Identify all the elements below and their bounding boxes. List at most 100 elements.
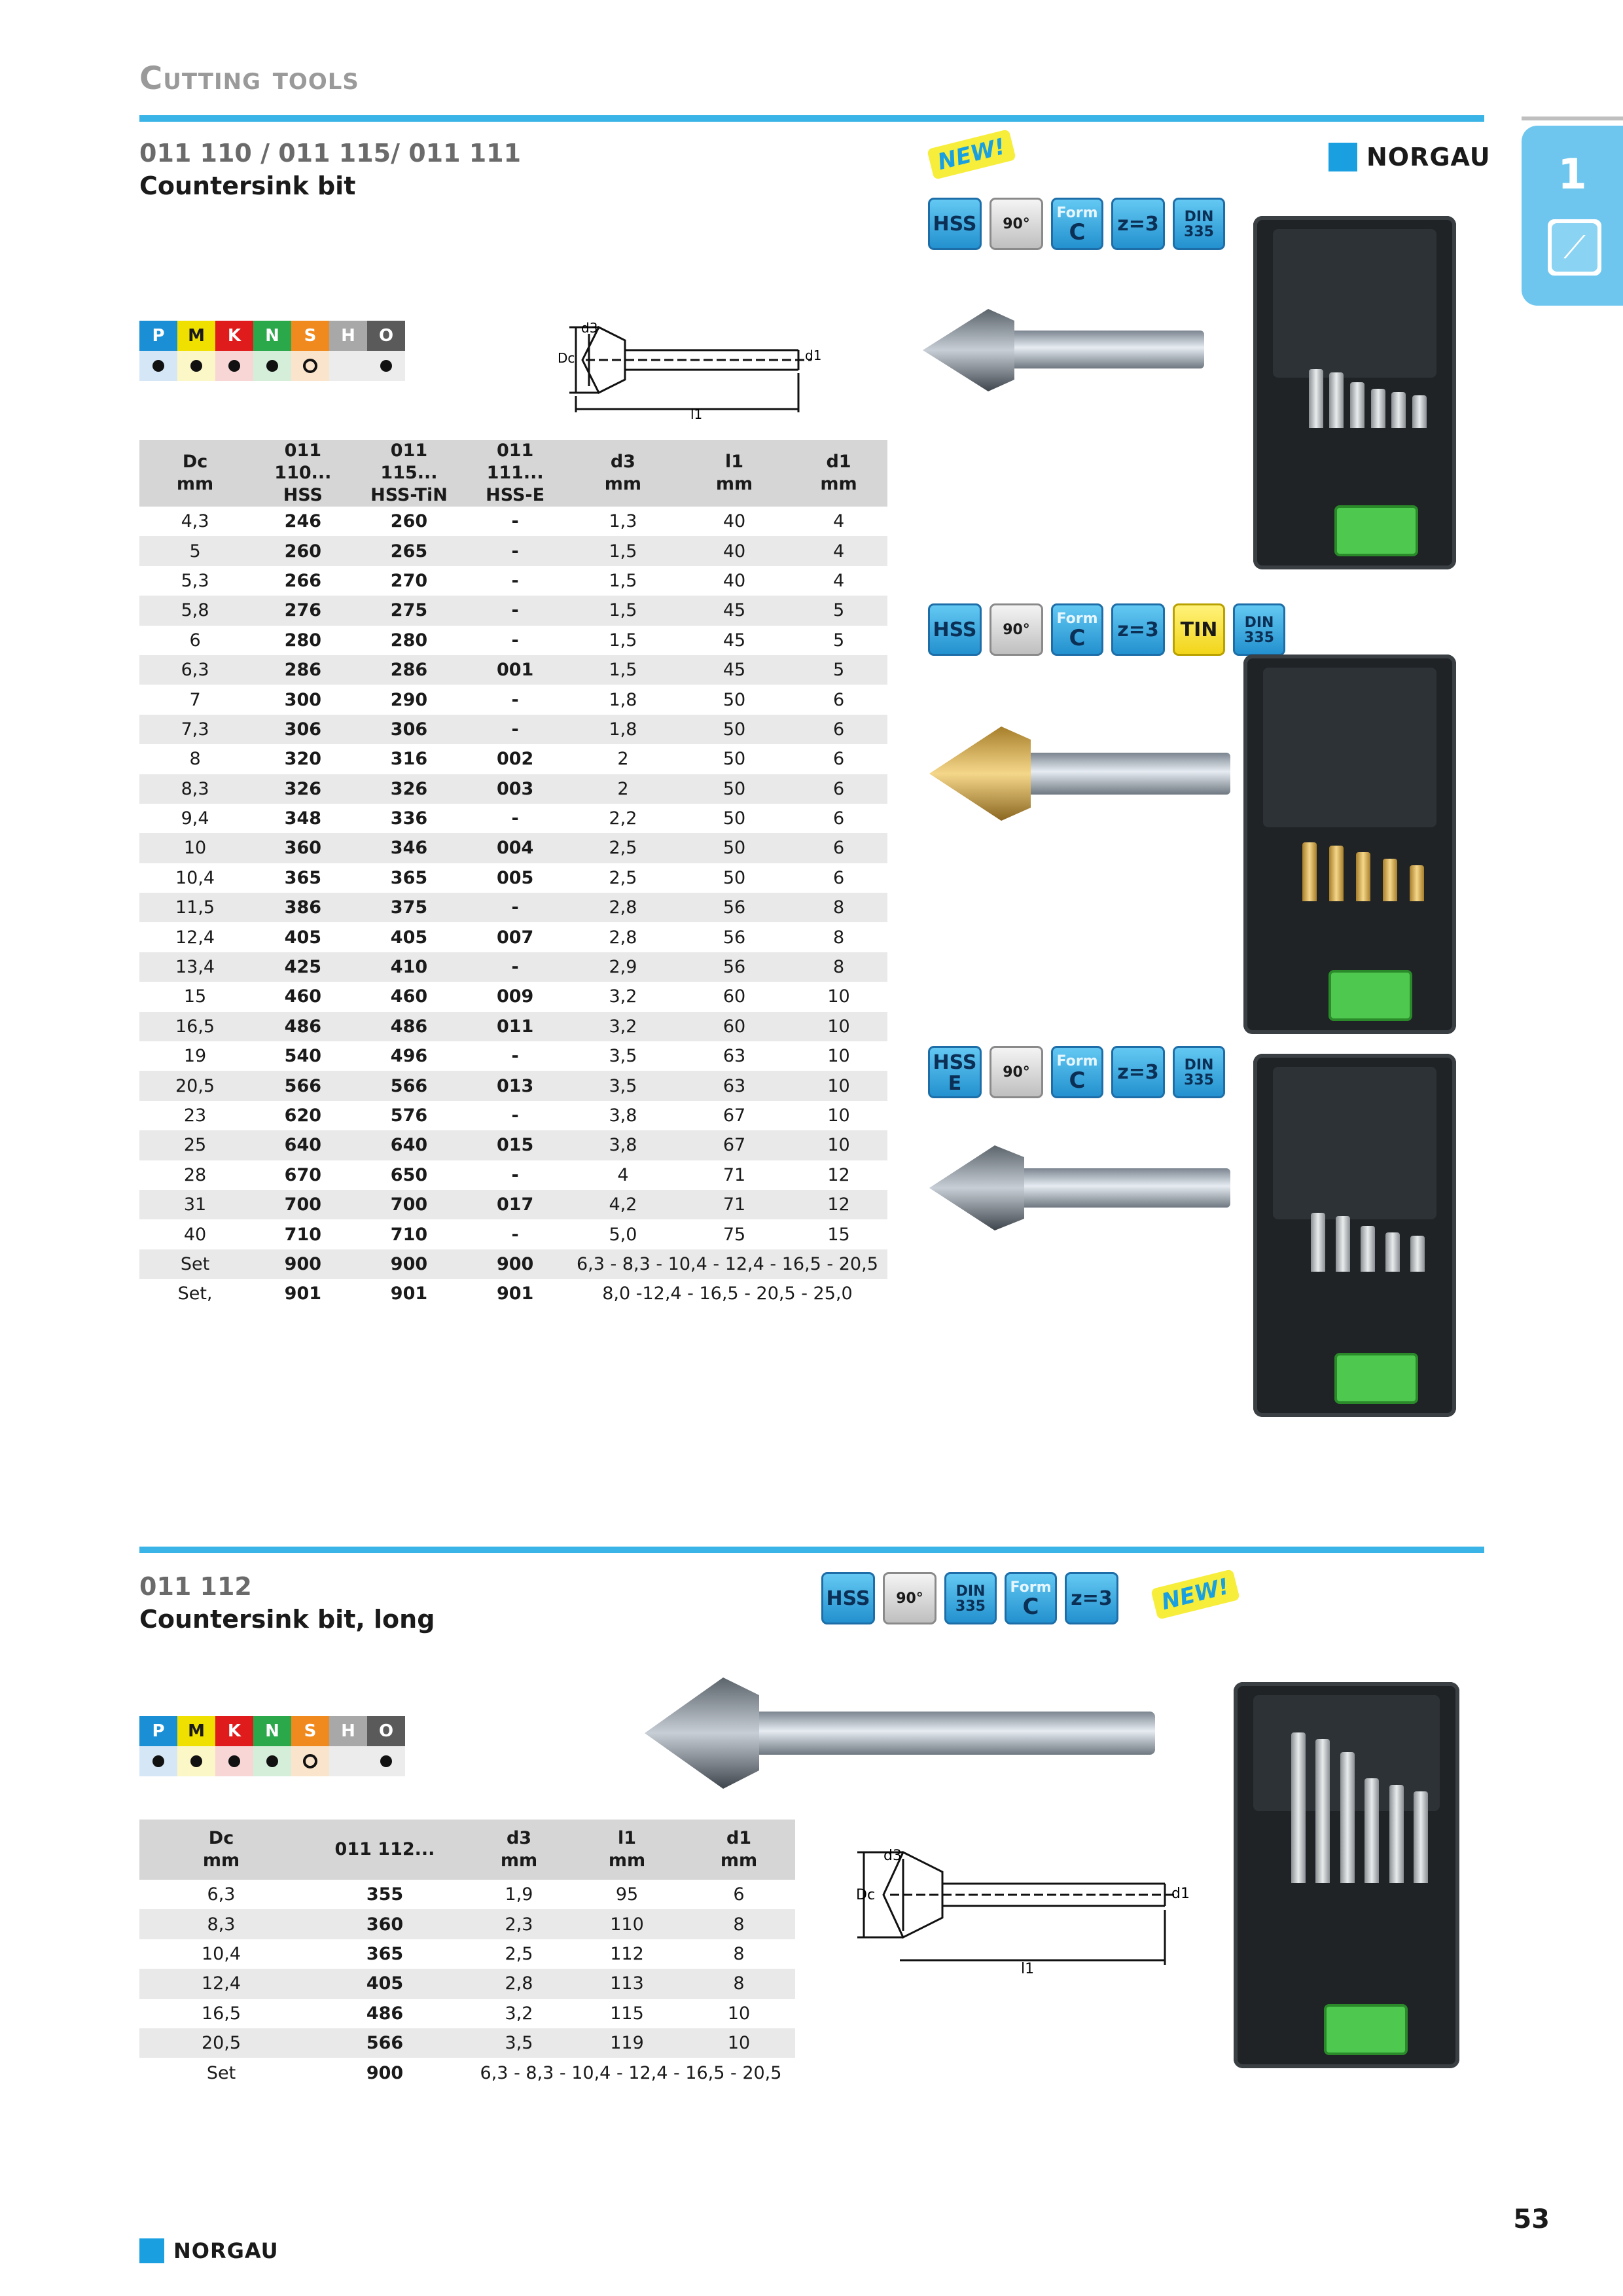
table-cell: 275 bbox=[355, 596, 463, 626]
table-cell: 700 bbox=[355, 1189, 463, 1220]
table-cell: Set bbox=[139, 1249, 251, 1280]
table-cell: 6,3 bbox=[139, 655, 251, 685]
long-countersink-technical-drawing: d3 Dc d1 l1 bbox=[856, 1848, 1190, 1977]
table-cell: 320 bbox=[284, 749, 322, 770]
table-cell: 270 bbox=[390, 570, 428, 591]
d1-label: d1 bbox=[805, 348, 821, 363]
table-cell: 4,2 bbox=[567, 1189, 679, 1220]
chapter-tab[interactable] bbox=[1522, 126, 1623, 306]
table-cell: 6 bbox=[832, 808, 845, 829]
column-header-unit: mm bbox=[820, 474, 857, 494]
table-cell: 005 bbox=[496, 867, 534, 888]
table-cell: 10 bbox=[683, 2028, 795, 2058]
table-cell: 009 bbox=[496, 986, 534, 1007]
table-cell: 60 bbox=[678, 1011, 791, 1042]
material-n-mark bbox=[253, 1746, 291, 1776]
table-cell: 71 bbox=[678, 1189, 791, 1220]
table-cell: 16,5 bbox=[201, 2003, 241, 2024]
table-cell: 900 bbox=[355, 1249, 463, 1280]
material-s-mark bbox=[291, 351, 329, 381]
table-cell: 6 bbox=[832, 867, 845, 888]
material-p-mark bbox=[139, 1746, 177, 1776]
table-cell: 007 bbox=[496, 927, 534, 948]
table-cell: 901 bbox=[390, 1283, 428, 1304]
material-m-cell: M bbox=[177, 1716, 215, 1746]
table-cell: 360 bbox=[251, 833, 355, 863]
table-cell: 365 bbox=[390, 867, 428, 888]
section1-codes: 011 110 / 011 115/ 011 111 bbox=[139, 139, 522, 168]
badge-text: DIN bbox=[1184, 1056, 1214, 1073]
table-cell: 8 bbox=[189, 749, 201, 770]
column-header-unit: HSS-E bbox=[486, 485, 545, 505]
table-cell: 276 bbox=[251, 596, 355, 626]
table-cell: 405 bbox=[390, 927, 428, 948]
table-cell: 4 bbox=[832, 570, 845, 591]
table-cell: 710 bbox=[390, 1224, 428, 1245]
badge-text: HSS bbox=[826, 1587, 870, 1610]
table-cell: 375 bbox=[355, 893, 463, 923]
table-cell: 8,0 -12,4 - 16,5 - 20,5 - 25,0 bbox=[602, 1283, 853, 1304]
badge-text: DIN bbox=[955, 1583, 986, 1600]
table-cell: 1,9 bbox=[505, 1884, 533, 1905]
table-cell: 2 bbox=[567, 774, 679, 804]
table-cell: 4,3 bbox=[181, 511, 209, 532]
table-cell: - bbox=[511, 570, 519, 591]
column-header-unit: HSS-TiN bbox=[370, 485, 448, 505]
long-product-case-image bbox=[1234, 1682, 1459, 2068]
table-cell: 45 bbox=[678, 655, 791, 685]
table-cell: 496 bbox=[390, 1046, 428, 1067]
badge-text: z=3 bbox=[1071, 1587, 1113, 1610]
table-cell: 2,8 bbox=[609, 927, 637, 948]
page-number: 53 bbox=[1513, 2204, 1550, 2234]
column-header-name: l1 bbox=[617, 1828, 637, 1848]
table-cell: 6 bbox=[790, 714, 887, 745]
footer-brand-logo: NORGAU bbox=[139, 2238, 279, 2263]
table-cell: 460 bbox=[284, 986, 322, 1007]
table-cell: 19 bbox=[183, 1046, 207, 1067]
table-cell: 326 bbox=[251, 774, 355, 804]
table-cell: - bbox=[511, 808, 519, 829]
dc-label-2: Dc bbox=[856, 1887, 875, 1903]
table-cell: 316 bbox=[390, 749, 428, 770]
badge-text: Form bbox=[1056, 1052, 1098, 1069]
badge-text: 90° bbox=[1003, 1064, 1030, 1081]
table-cell: 50 bbox=[722, 689, 746, 710]
table-cell: 566 bbox=[303, 2028, 467, 2058]
table-cell: 901 bbox=[284, 1283, 322, 1304]
material-p-mark bbox=[139, 351, 177, 381]
table-cell: 620 bbox=[284, 1105, 322, 1126]
table-cell: 31 bbox=[139, 1189, 251, 1220]
table-cell: 5,3 bbox=[181, 570, 209, 591]
table-cell: 6,3 - 8,3 - 10,4 - 12,4 - 16,5 - 20,5 bbox=[480, 2062, 782, 2083]
column-header-unit: mm bbox=[202, 1850, 240, 1871]
table-cell: 425 bbox=[251, 952, 355, 982]
dc-label: Dc bbox=[558, 350, 575, 366]
table-cell: 15 bbox=[827, 1224, 850, 1245]
table-cell: 10 bbox=[790, 1071, 887, 1101]
table-cell: 4 bbox=[832, 511, 845, 532]
spec-badge-z3: z=3 bbox=[1111, 603, 1165, 656]
d3-label: d3 bbox=[581, 320, 597, 336]
table-cell: 410 bbox=[355, 952, 463, 982]
table-cell: 6 bbox=[733, 1884, 745, 1905]
table-cell: 265 bbox=[355, 536, 463, 566]
column-header-name: d3 bbox=[506, 1828, 532, 1848]
table-cell: 710 bbox=[284, 1224, 322, 1245]
column-header-name: 011 112... bbox=[334, 1839, 435, 1859]
table-cell: - bbox=[511, 689, 519, 710]
table-cell: 45 bbox=[722, 630, 746, 651]
table-cell: 6 bbox=[790, 833, 887, 863]
table-cell: 50 bbox=[722, 749, 746, 770]
